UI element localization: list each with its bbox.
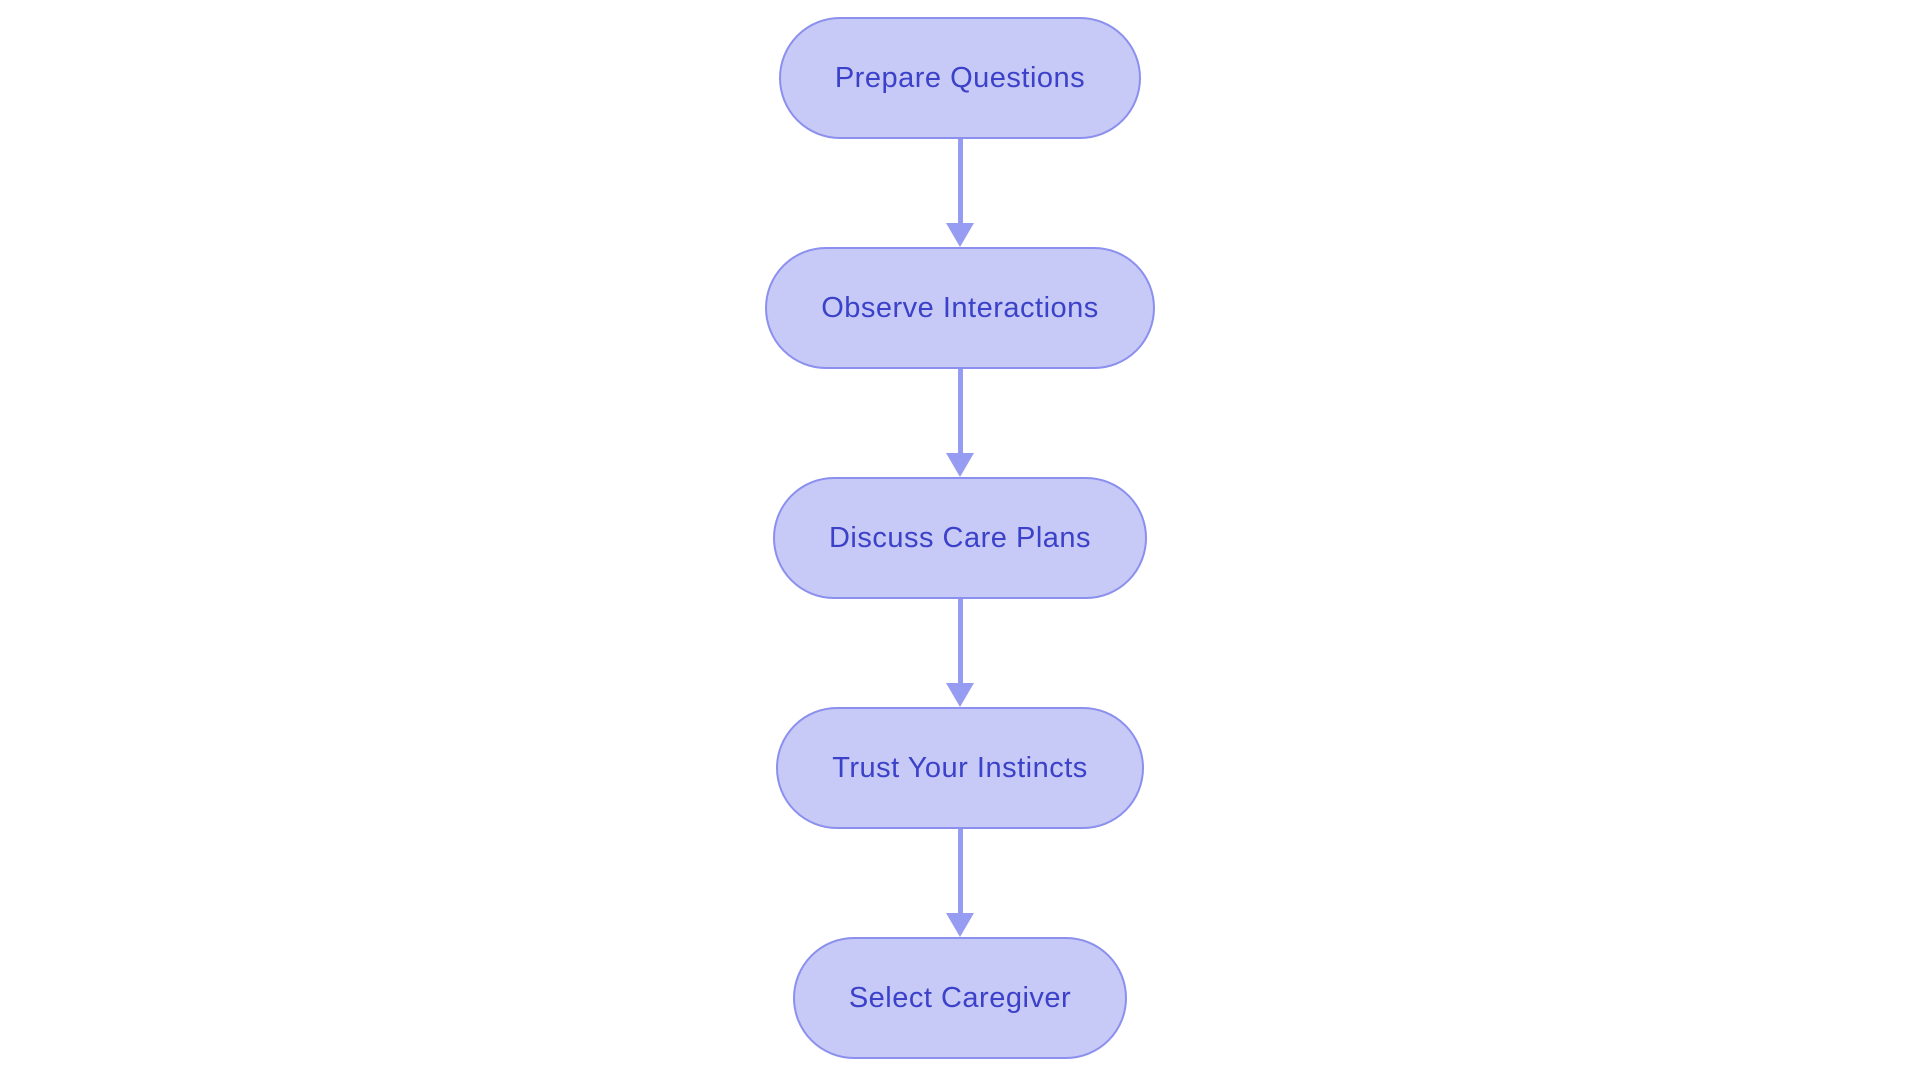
node-label: Discuss Care Plans bbox=[828, 521, 1092, 554]
flow-node-discuss-care-plans: Discuss Care Plans bbox=[772, 477, 1148, 599]
node-label: Prepare Questions bbox=[834, 61, 1086, 94]
arrow-line bbox=[957, 829, 963, 913]
flow-node-trust-your-instincts: Trust Your Instincts bbox=[776, 707, 1144, 829]
arrow-down-icon bbox=[946, 913, 974, 937]
flow-edge-2 bbox=[946, 369, 974, 477]
node-label: Select Caregiver bbox=[848, 981, 1072, 1014]
arrow-down-icon bbox=[946, 223, 974, 247]
flow-node-prepare-questions: Prepare Questions bbox=[778, 17, 1142, 139]
arrow-line bbox=[957, 369, 963, 453]
flow-edge-4 bbox=[946, 829, 974, 937]
flow-node-observe-interactions: Observe Interactions bbox=[765, 247, 1155, 369]
arrow-down-icon bbox=[946, 683, 974, 707]
arrow-line bbox=[957, 139, 963, 223]
flow-edge-1 bbox=[946, 139, 974, 247]
arrow-line bbox=[957, 599, 963, 683]
node-label: Trust Your Instincts bbox=[832, 751, 1088, 784]
flow-node-select-caregiver: Select Caregiver bbox=[792, 937, 1128, 1059]
flow-edge-3 bbox=[946, 599, 974, 707]
node-label: Observe Interactions bbox=[821, 291, 1099, 324]
arrow-down-icon bbox=[946, 453, 974, 477]
